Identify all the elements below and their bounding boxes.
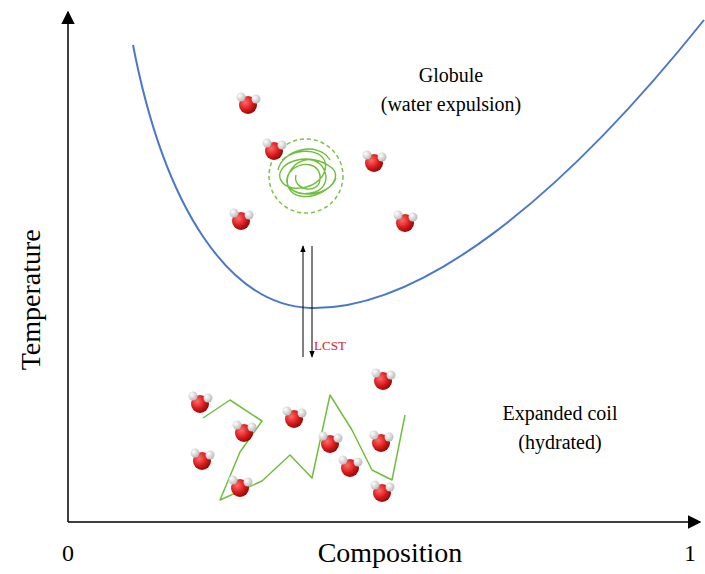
phase-curve [133,20,704,308]
region-label: Expanded coil [503,401,618,425]
tick-label: 1 [684,539,696,568]
region-label: (hydrated) [518,430,601,454]
water-molecules [189,93,418,503]
heating-arrow [303,246,304,357]
region-label: (water expulsion) [381,92,522,116]
axis-title: Composition [318,536,463,570]
tick-label: 0 [62,539,74,568]
y-axis [67,12,69,522]
axis-title: Temperature [14,229,48,370]
region-label: Globule [419,63,483,87]
cooling-arrow [312,246,313,357]
globule-chain [278,149,336,196]
x-axis [68,521,700,523]
transition-label: LCST [314,338,346,354]
